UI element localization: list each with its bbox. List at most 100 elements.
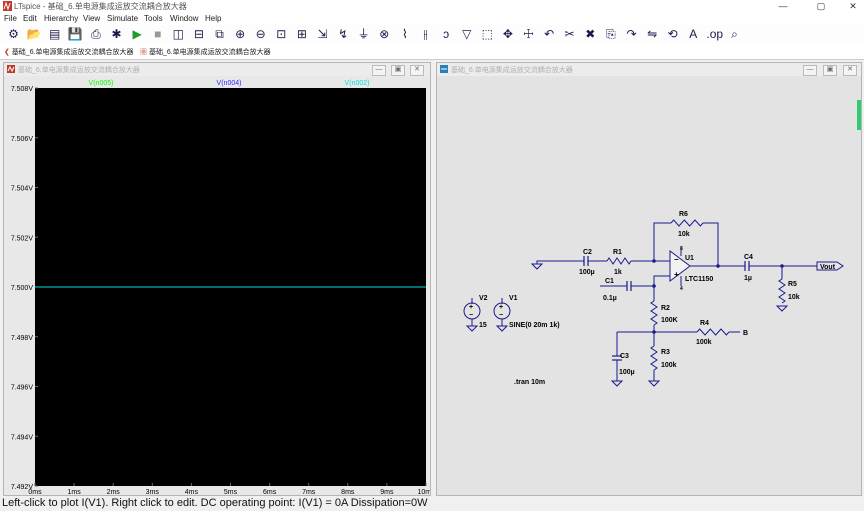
cascade-icon[interactable]: ⧉ <box>215 27 224 41</box>
menu-help[interactable]: Help <box>205 14 222 23</box>
component-icon[interactable]: ⬚ <box>481 27 493 41</box>
spice-directive-tran[interactable]: .tran 10m <box>514 379 545 386</box>
menu-window[interactable]: Window <box>170 14 199 23</box>
capacitor-icon[interactable]: ⫲ <box>423 27 428 41</box>
v1-value-label: SINE(0 20m 1k) <box>509 322 560 329</box>
find-icon[interactable]: ⌕ <box>731 27 738 41</box>
resistor-r6[interactable] <box>670 219 704 227</box>
text-icon[interactable]: A <box>689 27 698 41</box>
r6-value-label: 10k <box>678 231 690 238</box>
tile-vertical-icon[interactable]: ◫ <box>172 27 184 41</box>
opamp-u1[interactable] <box>669 250 691 282</box>
zoom-in-icon[interactable]: ⊕ <box>235 27 246 41</box>
menu-file[interactable]: File <box>4 14 17 23</box>
vout-port-flag[interactable] <box>816 261 844 271</box>
resistor-r3[interactable] <box>650 345 658 371</box>
menu-view[interactable]: View <box>83 14 101 23</box>
settings-icon[interactable]: ✱ <box>111 27 122 41</box>
c4-ref-label: C4 <box>744 254 753 261</box>
waveform-minimize-button[interactable]: — <box>372 65 386 76</box>
waveform-restore-button[interactable]: ▣ <box>391 65 405 76</box>
inductor-icon[interactable]: ↄ <box>443 27 450 41</box>
move-icon[interactable]: ✥ <box>502 27 513 41</box>
menu-bar: File Edit Hierarchy View Simulate Tools … <box>0 13 864 25</box>
cut-icon[interactable]: ✂ <box>564 27 575 41</box>
waveform-icon <box>7 65 15 73</box>
tab-waveform[interactable]: ▦ 基础_6.单电源集成运放交流耦合放大器 <box>140 47 271 57</box>
trace-label-vn004[interactable]: V(n004) <box>217 80 242 87</box>
zoom-area-icon[interactable]: ⊞ <box>296 27 307 41</box>
y-tick-label: 7.494V <box>11 434 34 441</box>
zoom-fit-icon[interactable]: ⊡ <box>276 27 287 41</box>
schematic-window-title: 基础_6.单电源集成运放交流耦合放大器 <box>451 67 573 74</box>
x-tick-label: 4ms <box>185 489 199 495</box>
resistor-r2[interactable] <box>650 300 658 326</box>
resistor-r4[interactable] <box>696 328 730 336</box>
mirror-icon[interactable]: ⇋ <box>647 27 658 41</box>
tile-horizontal-icon[interactable]: ⊟ <box>193 27 204 41</box>
resistor-r5[interactable] <box>778 278 786 304</box>
maximize-button[interactable]: ▢ <box>816 1 826 11</box>
menu-simulate[interactable]: Simulate <box>107 14 139 23</box>
waveform-plot[interactable]: 7.508V7.506V7.504V7.502V7.500V7.498V7.49… <box>4 76 430 495</box>
schematic-icon <box>440 65 448 73</box>
run-icon[interactable]: ▶ <box>132 27 142 41</box>
r3-value-label: 100k <box>661 362 677 369</box>
resistor-r1[interactable] <box>606 257 632 265</box>
c3-ref-label: C3 <box>620 353 629 360</box>
c3-value-label: 100µ <box>619 369 635 376</box>
c2-value-label: 100µ <box>579 269 595 276</box>
u1-ref-label: U1 <box>685 255 694 262</box>
y-tick-label: 7.498V <box>11 335 34 342</box>
halt-icon[interactable]: ■ <box>154 27 162 41</box>
v1-ref-label: V1 <box>509 295 518 302</box>
zoom-out-icon[interactable]: ⊖ <box>255 27 266 41</box>
delete-icon[interactable]: ✖ <box>585 27 596 41</box>
r3-ground-symbol <box>647 380 661 387</box>
x-tick-label: 5ms <box>224 489 238 495</box>
menu-edit[interactable]: Edit <box>23 14 37 23</box>
copy-icon[interactable]: ⎘ <box>606 27 616 41</box>
minimize-button[interactable]: — <box>778 1 788 11</box>
waveform-close-button[interactable]: ✕ <box>410 65 424 76</box>
gear-icon[interactable]: ⚙ <box>8 27 19 41</box>
schematic-window-titlebar: 基础_6.单电源集成运放交流耦合放大器 — ▣ ✕ <box>437 63 861 76</box>
open-folder-icon[interactable]: 📂 <box>26 27 42 41</box>
wire-icon[interactable]: ↯ <box>338 27 349 41</box>
undo-icon[interactable]: ↶ <box>544 27 555 41</box>
u1-pin4-label: 4 <box>680 286 683 292</box>
trace-label-vn005[interactable]: V(n005) <box>89 80 114 87</box>
spice-directive-icon[interactable]: .op <box>706 27 724 41</box>
schematic-restore-button[interactable]: ▣ <box>823 65 837 76</box>
tab-schematic-label: 基础_6.单电源集成运放交流耦合放大器 <box>11 49 134 56</box>
drag-icon[interactable]: ☩ <box>523 27 534 41</box>
schematic-minimize-button[interactable]: — <box>803 65 817 76</box>
rotate-icon[interactable]: ⟲ <box>667 27 678 41</box>
schematic-close-button[interactable]: ✕ <box>843 65 857 76</box>
wire-r6-left <box>653 222 671 261</box>
tab-schematic[interactable]: ❮ 基础_6.单电源集成运放交流耦合放大器 <box>4 47 134 57</box>
r1-ref-label: R1 <box>613 249 622 256</box>
vertical-scrollbar-thumb[interactable] <box>857 100 861 130</box>
trace-label-vn002[interactable]: V(n002) <box>345 80 370 87</box>
redo-icon[interactable]: ↷ <box>626 27 637 41</box>
y-tick-label: 7.500V <box>11 285 34 292</box>
open-icon[interactable]: ▤ <box>49 27 61 41</box>
autorange-icon[interactable]: ⇲ <box>317 27 328 41</box>
opamp-minus-sign: − <box>674 255 679 264</box>
save-icon[interactable]: 💾 <box>67 27 83 41</box>
resistor-icon[interactable]: ⌇ <box>401 27 408 41</box>
menu-tools[interactable]: Tools <box>144 14 163 23</box>
r5-ground-symbol <box>775 305 789 312</box>
label-icon[interactable]: ⊗ <box>379 27 390 41</box>
window-title: LTspice - 基础_6.单电源集成运放交流耦合放大器 <box>14 2 187 11</box>
x-tick-label: 9ms <box>380 489 394 495</box>
print-icon[interactable]: ⎙ <box>91 27 101 41</box>
close-button[interactable]: ✕ <box>849 1 857 11</box>
menu-hierarchy[interactable]: Hierarchy <box>44 14 79 23</box>
ground-icon[interactable]: ⏚ <box>357 27 370 41</box>
schematic-canvas[interactable]: C2100µR11kR610k−+U1LTC115084C41µVoutR510… <box>437 76 861 495</box>
diode-icon[interactable]: ▽ <box>462 27 472 41</box>
